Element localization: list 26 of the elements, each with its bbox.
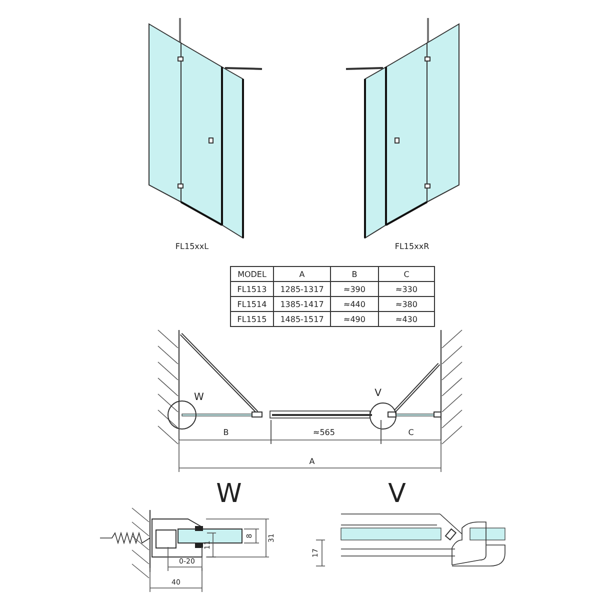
detail-marker-label: V bbox=[374, 389, 382, 399]
detail-marker-label: W bbox=[194, 393, 204, 403]
table-cell: ≈440 bbox=[330, 296, 378, 312]
detail-title: W bbox=[216, 481, 242, 507]
dimension-label: C bbox=[408, 429, 414, 437]
table-cell: ≈380 bbox=[378, 296, 434, 312]
table-cell: FL1513 bbox=[230, 282, 274, 296]
table-cell: 1285-1317 bbox=[274, 282, 330, 296]
table-cell: ≈430 bbox=[378, 312, 434, 326]
detail-title: V bbox=[388, 481, 406, 507]
header-cell: C bbox=[378, 266, 434, 282]
table-cell: ≈330 bbox=[378, 282, 434, 296]
model-label: FL15xxL bbox=[175, 243, 209, 251]
table-cell: FL1514 bbox=[230, 296, 274, 312]
dimension-label: ≈565 bbox=[313, 429, 335, 437]
table-cell: FL1515 bbox=[230, 312, 274, 326]
table-cell: 1485-1517 bbox=[274, 312, 330, 326]
model-label: FL15xxR bbox=[394, 243, 430, 251]
header-cell: B bbox=[330, 266, 378, 282]
dimension-label: B bbox=[223, 429, 229, 437]
table-cell: 1385-1417 bbox=[274, 296, 330, 312]
table-cell: ≈390 bbox=[330, 282, 378, 296]
table-cell: ≈490 bbox=[330, 312, 378, 326]
dimension-label: A bbox=[309, 458, 315, 466]
header-cell: MODEL bbox=[230, 266, 274, 282]
header-cell: A bbox=[274, 266, 330, 282]
